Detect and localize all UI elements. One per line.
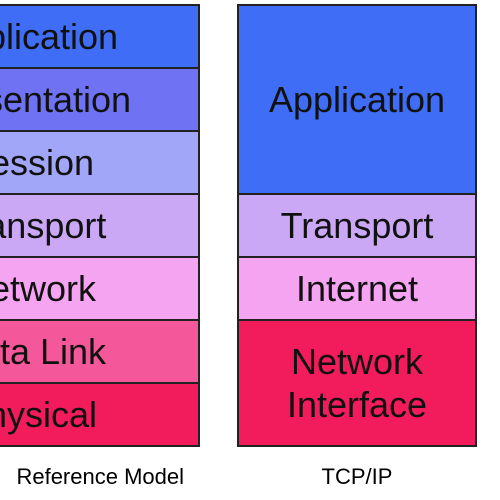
tcpip-stack: Application Transport Internet Network I… (237, 4, 477, 447)
tcpip-layer-label: Application (268, 78, 446, 120)
osi-layer-label: Physical (0, 393, 98, 435)
tcpip-layer-label-line-1: Network (290, 340, 424, 382)
osi-layer-presentation: Presentation (0, 69, 198, 132)
osi-layer-network: Network (0, 258, 198, 321)
osi-layer-label: Transport (0, 204, 107, 246)
tcpip-layer-label: Transport (280, 204, 434, 246)
osi-layer-label: Network (0, 267, 97, 309)
osi-layer-label: Presentation (0, 78, 132, 120)
osi-layer-transport: Transport (0, 195, 198, 258)
tcpip-caption: TCP/IP (321, 464, 393, 489)
tcpip-layer-label: Internet (295, 267, 419, 309)
osi-stack: Application Presentation Session Transpo… (0, 4, 200, 447)
osi-layer-label: Data Link (0, 330, 107, 372)
osi-layer-session: Session (0, 132, 198, 195)
tcpip-layer-network-interface: Network Interface (239, 321, 475, 447)
tcpip-layer-transport: Transport (239, 195, 475, 258)
osi-layer-application: Application (0, 6, 198, 69)
tcpip-layer-label-line-2: Interface (286, 384, 428, 425)
osi-layer-label: Session (0, 141, 95, 183)
osi-layer-data-link: Data Link (0, 321, 198, 384)
tcpip-layer-application: Application (239, 6, 475, 195)
osi-layer-physical: Physical (0, 384, 198, 447)
osi-layer-label: Application (0, 15, 119, 57)
osi-caption: Reference Model (16, 464, 184, 489)
tcpip-layer-internet: Internet (239, 258, 475, 321)
